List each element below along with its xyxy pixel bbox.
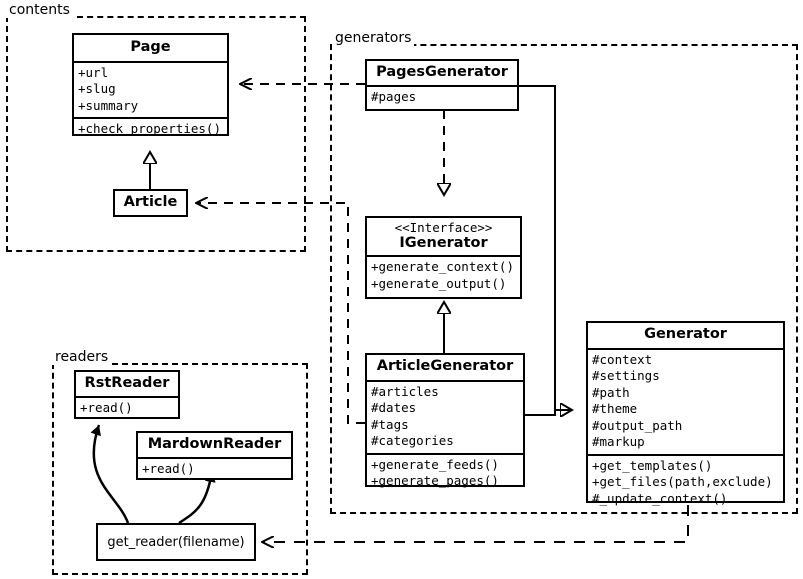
class-article-generator[interactable]: ArticleGenerator #articles #dates #tags … — [365, 353, 525, 488]
class-igenerator-name: IGenerator — [399, 234, 488, 251]
method: +check_properties() — [78, 121, 221, 137]
class-rst-reader-name: RstReader — [84, 375, 170, 391]
class-mardown-reader-methods: +read() — [138, 456, 291, 481]
attribute: #articles — [371, 383, 439, 399]
method: +generate_feeds() — [371, 456, 499, 472]
class-igenerator-header: <<Interface>> IGenerator — [367, 218, 520, 255]
class-mardown-reader[interactable]: MardownReader +read() — [136, 431, 293, 480]
class-page-methods: +check_properties() — [74, 117, 227, 141]
class-generator-name: Generator — [644, 326, 727, 342]
method: +read() — [80, 399, 133, 415]
attribute: #dates — [371, 400, 417, 416]
class-page-attributes: +url +slug +summary — [74, 60, 227, 118]
class-pages-generator-name: PagesGenerator — [376, 64, 508, 80]
method: +generate_context() — [371, 259, 514, 275]
class-article-generator-methods: +generate_feeds() +generate_pages() — [367, 452, 523, 493]
attribute: #categories — [371, 433, 454, 449]
class-generator[interactable]: Generator #context #settings #path #them… — [586, 321, 785, 506]
class-page[interactable]: Page +url +slug +summary +check_properti… — [72, 33, 229, 136]
class-generator-methods: +get_templates() +get_files(path,exclude… — [588, 453, 783, 511]
package-readers — [52, 363, 308, 575]
package-generators-label: generators — [332, 30, 415, 46]
method: #_update_context() — [592, 490, 728, 506]
method: +read() — [142, 460, 195, 476]
attribute: #markup — [592, 434, 645, 450]
class-igenerator-stereotype: <<Interface>> — [394, 220, 493, 235]
attribute: #context — [592, 351, 653, 367]
attribute: +slug — [78, 81, 116, 97]
class-page-name: Page — [130, 39, 171, 55]
attribute: #pages — [371, 88, 417, 104]
class-article[interactable]: Article — [113, 189, 188, 217]
class-mardown-reader-name: MardownReader — [147, 436, 282, 452]
package-contents — [6, 16, 306, 252]
class-article-generator-attributes: #articles #dates #tags #categories — [367, 379, 523, 453]
package-readers-label: readers — [52, 349, 112, 365]
class-generator-attributes: #context #settings #path #theme #output_… — [588, 347, 783, 454]
class-rst-reader[interactable]: RstReader +read() — [74, 370, 180, 419]
method: +get_templates() — [592, 457, 713, 473]
class-rst-reader-methods: +read() — [76, 395, 178, 420]
attribute: #theme — [592, 401, 638, 417]
package-contents-label: contents — [6, 2, 73, 18]
attribute: +url — [78, 64, 109, 80]
function-get-reader-label: get_reader(filename) — [107, 534, 245, 550]
class-pages-generator[interactable]: PagesGenerator #pages — [365, 59, 519, 111]
attribute: #output_path — [592, 417, 683, 433]
attribute: #tags — [371, 416, 409, 432]
attribute: +summary — [78, 97, 139, 113]
attribute: #settings — [592, 368, 660, 384]
method: +get_files(path,exclude) — [592, 474, 773, 490]
method: +generate_output() — [371, 275, 507, 291]
class-pages-generator-attributes: #pages — [367, 84, 517, 109]
attribute: #path — [592, 384, 630, 400]
class-article-name: Article — [123, 194, 178, 210]
function-get-reader[interactable]: get_reader(filename) — [96, 523, 256, 561]
class-article-generator-name: ArticleGenerator — [376, 358, 514, 374]
class-igenerator-methods: +generate_context() +generate_output() — [367, 255, 520, 295]
method: +generate_pages() — [371, 473, 499, 489]
class-igenerator[interactable]: <<Interface>> IGenerator +generate_conte… — [365, 216, 522, 299]
